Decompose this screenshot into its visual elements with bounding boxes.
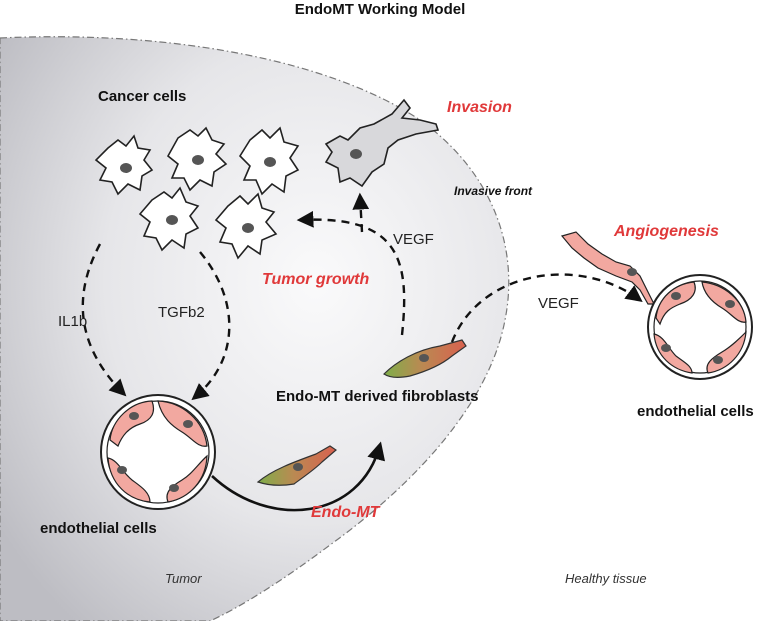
angiogenesis-label: Angiogenesis: [613, 223, 719, 240]
endothelial-vessel-right: [647, 274, 753, 380]
cancer-cell-cluster: [94, 126, 300, 260]
vegf-angiogenesis-label: VEGF: [538, 295, 579, 312]
arrow-il1b: [81, 243, 127, 397]
sprouting-cell: [560, 231, 655, 305]
diagram-title: EndoMT Working Model: [295, 1, 466, 18]
transitioning-cell: [256, 445, 337, 486]
cancer-cell: [166, 126, 228, 192]
cancer-cell: [214, 192, 278, 260]
tgfb2-label: TGFb2: [158, 304, 205, 321]
endo-mt-fibroblast: [383, 339, 467, 378]
cancer-cell: [94, 134, 154, 196]
tumor-region-label: Tumor: [165, 571, 202, 586]
healthy-tissue-label: Healthy tissue: [565, 571, 647, 586]
cancer-cell: [138, 186, 200, 252]
endothelial-cells-right-label: endothelial cells: [637, 403, 754, 420]
invading-cell: [324, 98, 440, 188]
arrow-tumor-growth: [296, 210, 406, 336]
fibroblasts-label: Endo-MT derived fibroblasts: [276, 388, 479, 405]
invasion-label: Invasion: [447, 99, 512, 116]
endothelial-cells-left-label: endothelial cells: [40, 520, 157, 537]
endo-mt-label: Endo-MT: [311, 504, 381, 521]
invasive-front-label: Invasive front: [454, 184, 533, 198]
cancer-cell: [238, 126, 300, 196]
arrow-tgfb2: [191, 251, 231, 401]
arrow-endo-mt: [211, 441, 386, 512]
vegf-invasion-label: VEGF: [393, 231, 434, 248]
arrow-vegf-invasion: [352, 192, 370, 233]
tumor-growth-label: Tumor growth: [262, 271, 369, 288]
cancer-cells-label: Cancer cells: [98, 88, 186, 105]
il1b-label: IL1b: [58, 313, 87, 330]
endothelial-vessel-left: [100, 394, 216, 510]
